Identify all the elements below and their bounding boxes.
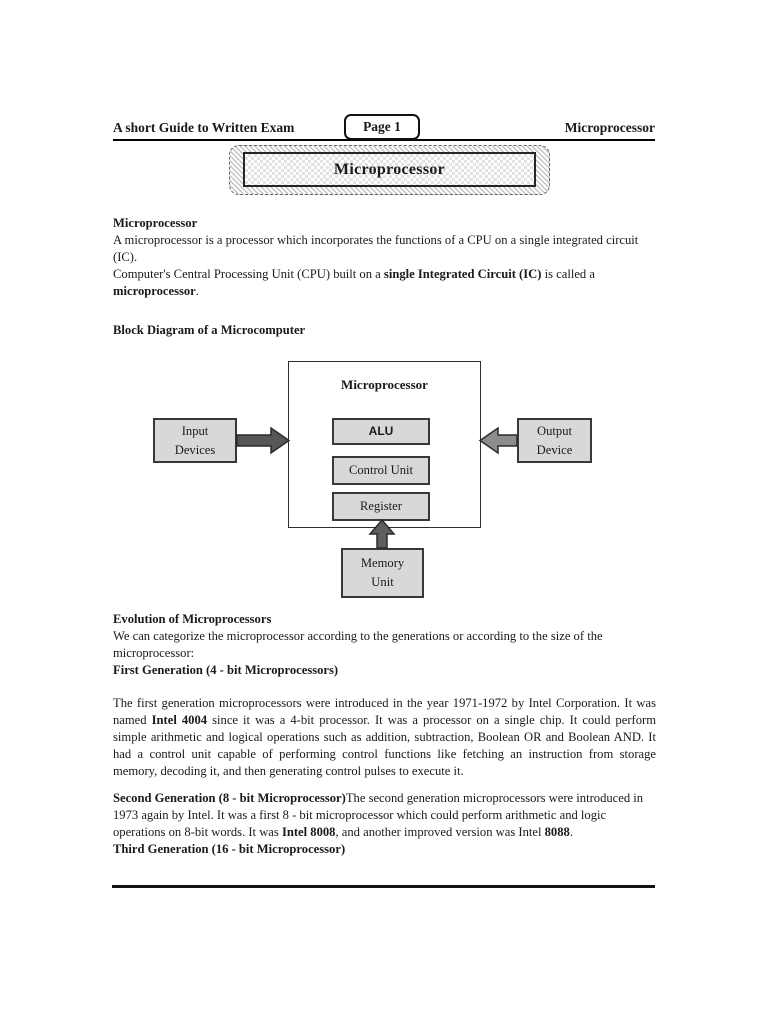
banner-title: Microprocessor bbox=[333, 160, 446, 178]
evolution-body: We can categorize the microprocessor acc… bbox=[113, 629, 603, 660]
output-arrow-icon bbox=[478, 426, 518, 455]
block-diagram: Microprocessor ALU Control Unit Register… bbox=[0, 355, 768, 607]
input-arrow-icon bbox=[236, 426, 291, 455]
page-number-badge: Page 1 bbox=[344, 114, 420, 140]
header-left-text: A short Guide to Written Exam bbox=[113, 120, 295, 135]
memory-unit-box: Memory Unit bbox=[341, 548, 424, 598]
evolution-heading: Evolution of Microprocessors bbox=[113, 612, 272, 626]
second-generation-section: Second Generation (8 - bit Microprocesso… bbox=[113, 790, 656, 858]
header-rule bbox=[113, 139, 655, 141]
header-right-text: Microprocessor bbox=[564, 120, 655, 135]
register-box: Register bbox=[332, 492, 430, 521]
intro-paragraph-2: Computer's Central Processing Unit (CPU)… bbox=[113, 267, 595, 298]
second-generation-paragraph: Second Generation (8 - bit Microprocesso… bbox=[113, 791, 644, 839]
microprocessor-box-title: Microprocessor bbox=[341, 377, 428, 392]
output-device-box: Output Device bbox=[517, 418, 592, 463]
intro-paragraph-1: A microprocessor is a processor which in… bbox=[113, 233, 639, 264]
title-banner: Microprocessor bbox=[229, 145, 550, 195]
intro-section: Microprocessor A microprocessor is a pro… bbox=[113, 215, 656, 300]
footer-rule bbox=[112, 885, 655, 888]
diagram-heading: Block Diagram of a Microcomputer bbox=[113, 323, 306, 337]
intro-heading: Microprocessor bbox=[113, 216, 198, 230]
input-devices-box: Input Devices bbox=[153, 418, 237, 463]
control-unit-box: Control Unit bbox=[332, 456, 430, 485]
third-generation-heading: Third Generation (16 - bit Microprocesso… bbox=[113, 842, 346, 856]
first-generation-paragraph: The first generation microprocessors wer… bbox=[113, 696, 656, 778]
evolution-section: Evolution of Microprocessors We can cate… bbox=[113, 611, 656, 679]
alu-box: ALU bbox=[332, 418, 430, 445]
first-generation-heading: First Generation (4 - bit Microprocessor… bbox=[113, 663, 339, 677]
title-banner-inner: Microprocessor bbox=[243, 152, 536, 187]
